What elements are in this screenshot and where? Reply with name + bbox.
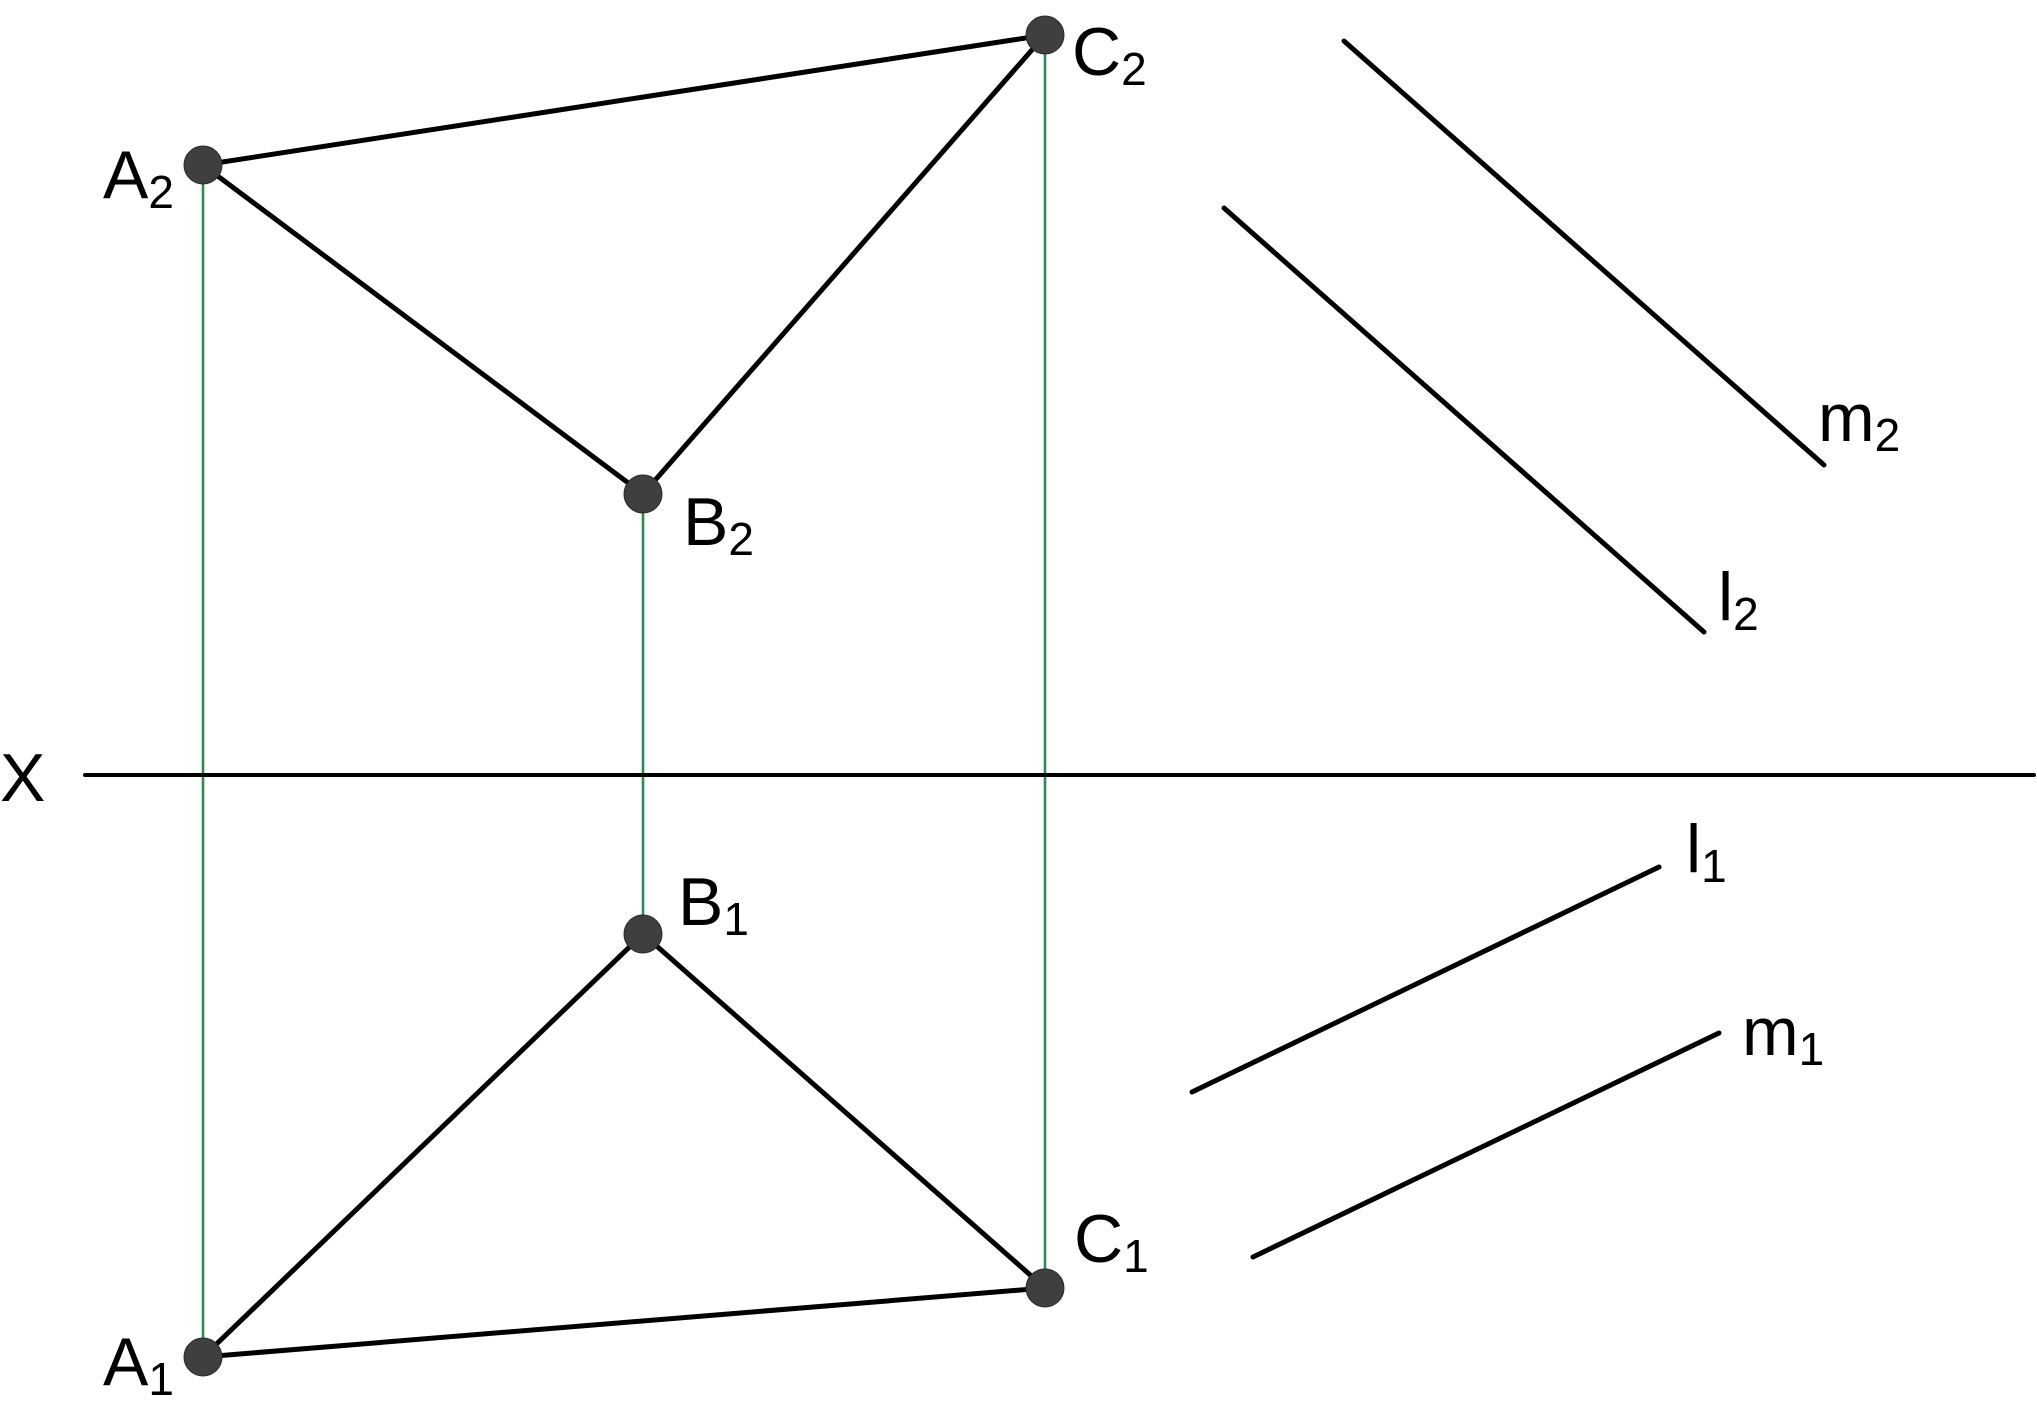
edge-a1-c1: [200, 1285, 1048, 1360]
point-b1: [623, 914, 663, 954]
edge-a2-c2: [200, 32, 1048, 168]
point-a2: [183, 145, 223, 185]
point-c2: [1025, 15, 1065, 55]
line-m1: [1250, 1030, 1722, 1260]
line-l2: [1221, 205, 1707, 635]
edge-a2-b2: [200, 162, 646, 497]
label-m2: m2: [1818, 380, 1900, 461]
edge-a1-b1: [200, 931, 646, 1360]
label-b2: B2: [683, 484, 754, 565]
edge-b2-c2: [640, 32, 1048, 497]
label-a2: A2: [103, 137, 174, 218]
label-c2: C2: [1072, 14, 1147, 95]
point-a1: [183, 1337, 223, 1377]
line-m2: [1341, 38, 1827, 468]
label-m1: m1: [1742, 994, 1824, 1075]
label-l2: l2: [1718, 559, 1759, 640]
label-c1: C1: [1074, 1201, 1149, 1282]
label-b1: B1: [678, 864, 749, 945]
line-l1: [1189, 864, 1662, 1095]
point-b2: [623, 474, 663, 514]
x-axis-label: X: [0, 740, 45, 816]
point-c1: [1025, 1268, 1065, 1308]
label-l1: l1: [1686, 811, 1727, 892]
label-a1: A1: [103, 1324, 174, 1405]
edge-b1-c1: [640, 931, 1048, 1291]
